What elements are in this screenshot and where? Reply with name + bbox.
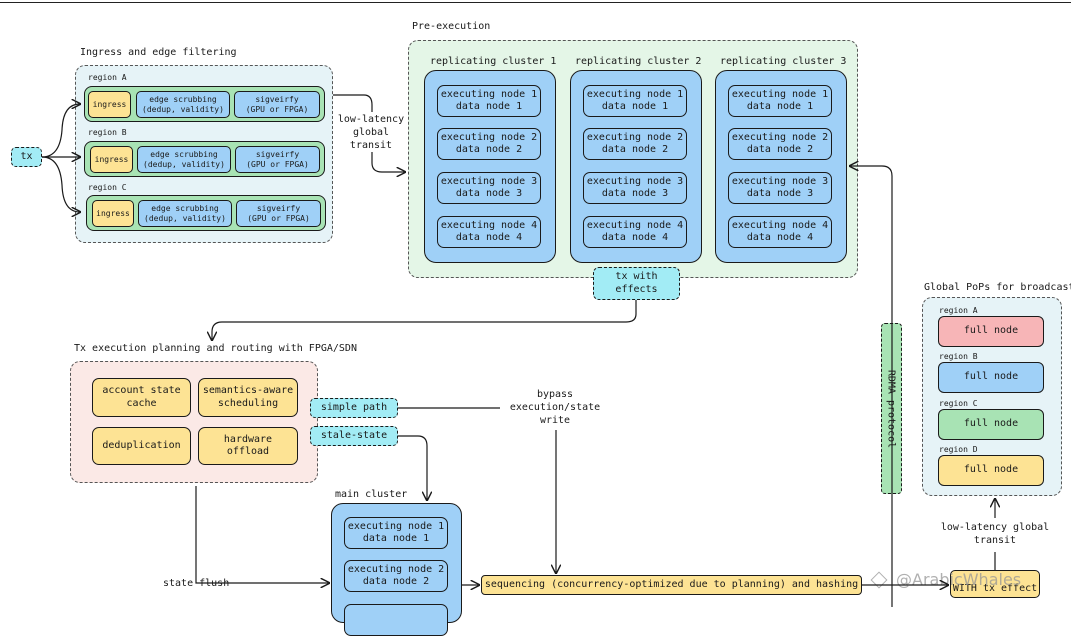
tx-effect-box: WITH tx effect xyxy=(950,570,1040,598)
cluster-2-node-3: executing node 3 data node 3 xyxy=(583,172,687,204)
watermark: @ArabicWhales xyxy=(896,570,1022,589)
planning-title: Tx execution planning and routing with F… xyxy=(74,343,357,354)
cluster-1-title: replicating cluster 1 xyxy=(430,56,557,67)
cluster-2-node-2: executing node 2 data node 2 xyxy=(583,128,687,160)
pop-region-b-label: region B xyxy=(939,352,978,361)
pop-region-d-label: region D xyxy=(939,445,978,454)
arrow-ingress-to-transit xyxy=(333,94,373,112)
cluster-1-node-4: executing node 4 data node 4 xyxy=(437,216,541,248)
main-cluster-node-1: executing node 1 data node 1 xyxy=(344,517,448,549)
full-node-b: full node xyxy=(938,362,1044,393)
cluster-3-node-4: executing node 4 data node 4 xyxy=(728,216,832,248)
bypass-label: bypass execution/state write xyxy=(509,389,601,426)
arrow-transit-to-pre xyxy=(371,152,405,172)
pop-region-a-label: region A xyxy=(939,306,978,315)
tx-with-effects-box: tx with effects xyxy=(593,267,680,300)
global-pops-title: Global PoPs for broadcast xyxy=(924,282,1071,293)
cluster-1-node-3: executing node 3 data node 3 xyxy=(437,172,541,204)
rdma-protocol-label: RDMA protocol xyxy=(885,369,897,449)
ingress-region-a-label: region A xyxy=(88,73,127,82)
cluster-3-node-3: executing node 3 data node 3 xyxy=(728,172,832,204)
ingress-box-a: ingress xyxy=(88,91,131,118)
cluster-2-node-4: executing node 4 data node 4 xyxy=(583,216,687,248)
cluster-2-node-1: executing node 1 data node 1 xyxy=(583,85,687,117)
arrow-state-flush xyxy=(195,486,329,583)
ingress-region-c-label: region C xyxy=(88,183,127,192)
semantics-aware-scheduling-box: semantics-aware scheduling xyxy=(198,378,298,417)
sigverify-box-b: sigveirfy (GPU or FPGA) xyxy=(235,146,320,173)
ingress-box-c: ingress xyxy=(92,200,134,227)
tx-box: tx xyxy=(11,147,42,167)
edge-scrubbing-box-b: edge scrubbing (dedup, validity) xyxy=(137,146,231,173)
account-state-cache-box: account state cache xyxy=(92,378,191,417)
pops-transit-label: low-latency global transit xyxy=(940,522,1050,546)
global-transit-label: low-latency global transit xyxy=(337,114,405,151)
simple-path-box: simple path xyxy=(310,398,398,418)
main-cluster-node-3 xyxy=(344,604,448,636)
ingress-title: Ingress and edge filtering xyxy=(80,47,237,58)
replicating-cluster-1: executing node 1 data node 1 executing n… xyxy=(424,70,556,263)
full-node-a: full node xyxy=(938,316,1044,347)
edge-scrubbing-box-a: edge scrubbing (dedup, validity) xyxy=(136,91,230,118)
hardware-offload-box: hardware offload xyxy=(198,427,298,465)
sigverify-box-c: sigveirfy (GPU or FPGA) xyxy=(236,200,321,227)
main-cluster-title: main cluster xyxy=(335,489,408,500)
main-cluster-node-2: executing node 2 data node 2 xyxy=(344,560,448,592)
main-cluster: executing node 1 data node 1 executing n… xyxy=(331,503,462,636)
stale-state-box: stale-state xyxy=(310,426,398,446)
pre-execution-title: Pre-execution xyxy=(412,21,491,32)
cluster-3-node-1: executing node 1 data node 1 xyxy=(728,85,832,117)
ingress-region-b-label: region B xyxy=(88,128,127,137)
sequencing-box: sequencing (concurrency-optimized due to… xyxy=(481,575,862,595)
deduplication-box: deduplication xyxy=(92,427,191,465)
arrow-effects-down xyxy=(212,300,637,340)
state-flush-label: state flush xyxy=(163,578,230,589)
replicating-cluster-3: executing node 1 data node 1 executing n… xyxy=(715,70,847,263)
cluster-1-node-1: executing node 1 data node 1 xyxy=(437,85,541,117)
full-node-c: full node xyxy=(938,409,1044,440)
ingress-box-b: ingress xyxy=(90,146,133,173)
full-node-d: full node xyxy=(938,455,1044,486)
watermark-logo-icon xyxy=(870,571,888,589)
cluster-3-title: replicating cluster 3 xyxy=(720,56,847,67)
cluster-2-title: replicating cluster 2 xyxy=(575,56,702,67)
pop-region-c-label: region C xyxy=(939,399,978,408)
sigverify-box-a: sigveirfy (GPU or FPGA) xyxy=(234,91,320,118)
top-divider xyxy=(0,2,1071,3)
edge-scrubbing-box-c: edge scrubbing (dedup, validity) xyxy=(138,200,232,227)
cluster-3-node-2: executing node 2 data node 2 xyxy=(728,128,832,160)
replicating-cluster-2: executing node 1 data node 1 executing n… xyxy=(570,70,702,263)
cluster-1-node-2: executing node 2 data node 2 xyxy=(437,128,541,160)
